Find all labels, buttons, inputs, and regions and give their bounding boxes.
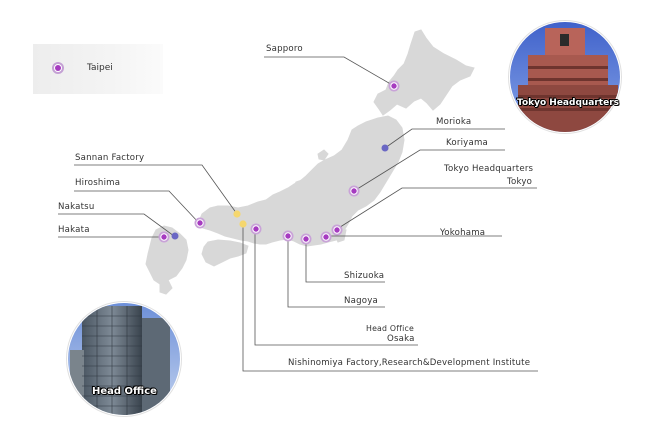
photo-head-office	[66, 301, 182, 417]
marker-hiroshima[interactable]	[194, 217, 206, 229]
marker-sannan[interactable]	[233, 210, 241, 218]
leader-nagoya	[287, 238, 385, 308]
kyushu-shape	[145, 225, 189, 285]
kyushu-south	[159, 279, 173, 295]
map-land	[145, 29, 475, 295]
marker-nakatsu[interactable]	[171, 232, 179, 240]
legend-label-taipei: Taipei	[87, 63, 113, 73]
caption-head-office: Head Office	[92, 386, 157, 397]
marker-morioka[interactable]	[381, 144, 389, 152]
marker-osaka[interactable]	[250, 223, 262, 235]
label-yokohama[interactable]: Yokohama	[440, 228, 486, 238]
marker-nagoya[interactable]	[282, 230, 294, 242]
label-tokyo[interactable]: Tokyo	[507, 177, 533, 187]
label-head-office[interactable]: Head Office	[366, 324, 414, 333]
leader-nakatsu	[58, 213, 175, 237]
leader-koriyama	[353, 149, 505, 192]
label-sapporo[interactable]: Sapporo	[266, 44, 303, 54]
label-sannan-factory[interactable]: Sannan Factory	[75, 153, 145, 163]
label-nakatsu[interactable]: Nakatsu	[58, 202, 95, 212]
label-koriyama[interactable]: Koriyama	[446, 138, 488, 148]
photo-tokyo-headquarters	[508, 20, 622, 134]
leader-lines	[58, 56, 538, 372]
marker-nishinomiya[interactable]	[239, 220, 247, 228]
map-legend: Taipei	[33, 44, 163, 94]
label-nishinomiya[interactable]: Nishinomiya Factory,Research&Development…	[288, 358, 531, 368]
leader-sapporo	[264, 56, 395, 87]
marker-tokyo[interactable]	[331, 224, 343, 236]
leader-tokyo	[336, 187, 537, 230]
markers	[158, 80, 400, 245]
leader-shizuoka	[305, 240, 385, 283]
caption-tokyo-headquarters: Tokyo Headquarters	[517, 98, 620, 108]
shikoku-shape	[201, 239, 249, 267]
taipei-marker-icon	[52, 62, 64, 74]
label-osaka[interactable]: Osaka	[387, 334, 415, 344]
marker-yokohama[interactable]	[320, 231, 332, 243]
hokkaido-shape	[373, 29, 475, 116]
leader-sannan	[74, 164, 238, 215]
label-hakata[interactable]: Hakata	[58, 225, 90, 235]
label-tokyo-headquarters[interactable]: Tokyo Headquarters	[444, 164, 534, 174]
sado-island	[317, 149, 329, 161]
marker-sapporo[interactable]	[388, 80, 400, 92]
leader-osaka	[254, 230, 418, 346]
leader-morioka	[384, 128, 505, 149]
marker-shizuoka[interactable]	[300, 233, 312, 245]
leader-hiroshima	[74, 190, 200, 224]
label-shizuoka[interactable]: Shizuoka	[344, 271, 385, 281]
marker-koriyama[interactable]	[348, 185, 360, 197]
label-morioka[interactable]: Morioka	[436, 117, 472, 127]
noto-peninsula	[291, 179, 307, 197]
leader-nishinomiya	[242, 224, 538, 372]
marker-hakata[interactable]	[158, 231, 170, 243]
label-hiroshima[interactable]: Hiroshima	[75, 178, 121, 188]
label-nagoya[interactable]: Nagoya	[344, 296, 378, 306]
